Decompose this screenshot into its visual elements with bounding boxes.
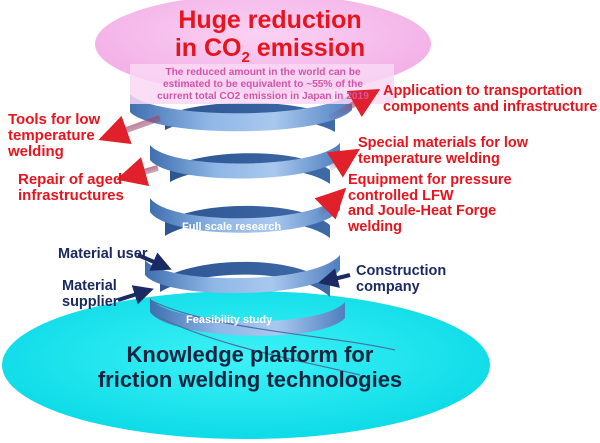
stakeholder-arrows <box>117 252 351 305</box>
platform-line2: friction welding technologies <box>97 366 403 392</box>
goal-note: The reduced amount in the world can be e… <box>133 67 393 104</box>
output-equipment-line4: welding <box>348 218 402 235</box>
goal-note-line1: The reduced amount in the world can be <box>165 67 361 78</box>
stage-full-scale-research: Full scale research <box>182 221 282 233</box>
goal-title: Huge reduction in CO2 emission <box>150 6 390 67</box>
output-tools-line2: temperature <box>8 127 95 145</box>
output-equipment-line1: Equipment for pressure <box>348 172 512 188</box>
output-special-line1: Special materials for low <box>358 135 529 151</box>
goal-title-line2-post: emission <box>249 34 366 62</box>
output-tools: Tools for low temperature welding <box>8 111 101 161</box>
goal-title-line2: in CO2 emission <box>150 34 390 67</box>
output-application-line2: components and infrastructure <box>383 98 598 115</box>
platform-ellipse <box>2 291 490 439</box>
goal-title-line2-pre: in CO <box>174 34 242 62</box>
stakeholder-construction-line1: Construction <box>356 263 447 279</box>
platform-label: Knowledge platform for friction welding … <box>80 342 420 392</box>
output-application-line1: Application to transportation <box>383 83 582 99</box>
platform-line1: Knowledge platform for <box>126 342 374 367</box>
stakeholder-material-user: Material user <box>58 246 148 262</box>
stakeholder-material-supplier: Material supplier <box>62 278 119 310</box>
goal-title-line1: Huge reduction <box>178 6 362 34</box>
output-equipment-line2: controlled LFW <box>348 187 454 204</box>
output-arrows <box>98 88 381 220</box>
goal-note-line2: estimated to be equivalent to ~55% of th… <box>162 79 364 91</box>
output-special-line2: temperature welding <box>358 150 500 167</box>
stakeholder-construction-line2: company <box>356 278 420 295</box>
output-repair-line1: Repair of aged <box>18 171 123 188</box>
spiral <box>130 92 396 376</box>
output-repair: Repair of aged infrastructures <box>18 171 124 205</box>
stakeholder-supplier-line2: supplier <box>62 293 119 310</box>
output-tools-line3: welding <box>8 143 64 161</box>
output-equipment-line3: and Joule-Heat Forge <box>348 203 497 220</box>
output-special-materials: Special materials for low temperature we… <box>358 135 529 167</box>
goal-title-sub: 2 <box>241 49 250 66</box>
goal-note-line3: current total CO2 emission in Japan in 2… <box>157 91 369 103</box>
stakeholder-construction-company: Construction company <box>356 263 447 295</box>
stage-feasibility-study: Feasibility study <box>186 314 273 326</box>
output-application: Application to transportation components… <box>383 83 598 115</box>
stakeholder-supplier-line1: Material <box>62 278 117 294</box>
output-equipment: Equipment for pressure controlled LFW an… <box>348 172 512 236</box>
output-tools-line1: Tools for low <box>8 111 101 128</box>
output-repair-line2: infrastructures <box>18 187 124 205</box>
